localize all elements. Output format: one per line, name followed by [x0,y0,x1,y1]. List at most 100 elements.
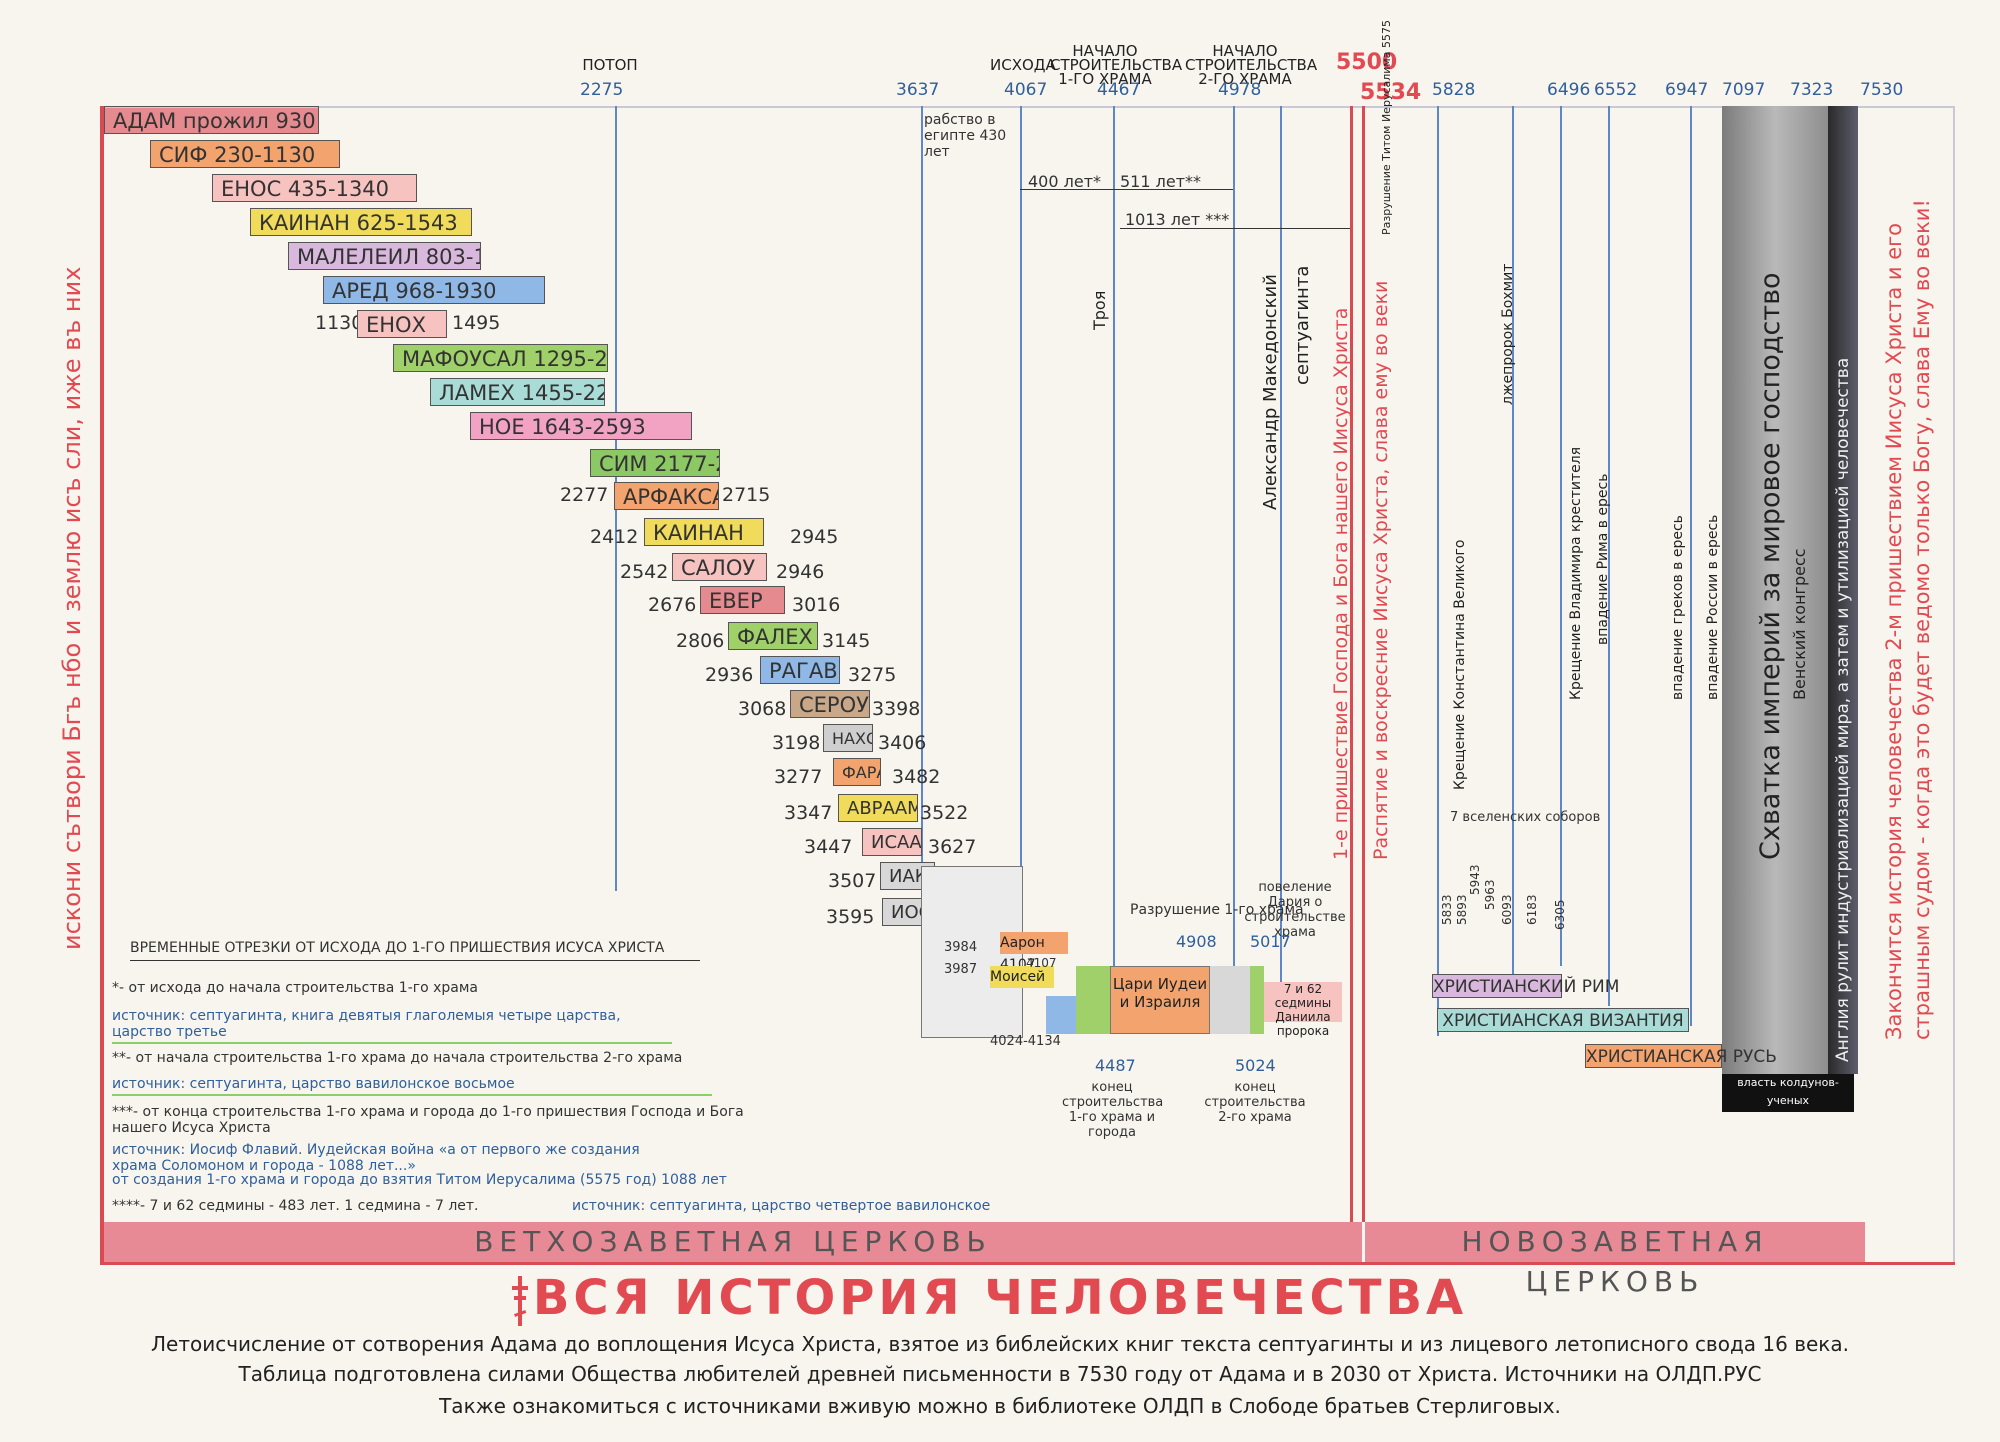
arrow-511 [1113,189,1233,190]
faleh-end: 3145 [822,630,871,652]
exodus-line [1020,106,1022,996]
year-7530: 7530 [1860,80,1904,100]
council-5833: 5833 [1440,894,1454,925]
frame-right [1953,106,1955,1264]
bar-lameh: ЛАМЕХ 1455-2208 [430,378,605,406]
source-4: источник: септуагинта, царство четвертое… [572,1198,991,1214]
bar-nahor: НАХОР [823,724,873,752]
band-old-church: ВЕТХОЗАВЕТНАЯ ЦЕРКОВЬ [104,1222,1362,1262]
year-6496: 6496 [1547,80,1591,100]
bar-kainan: КАИНАН 625-1543 [250,208,472,236]
egypt-slavery-label: рабство в египте 430 лет [924,112,1007,160]
decree-label: повеление Дария о строительстве храма [1244,880,1346,940]
septuagint-label: септуагинта [1292,265,1313,385]
councils-label: 7 вселенских соборов [1450,810,1601,825]
arrow-400 [1020,189,1113,190]
note-4: ****- 7 и 62 седмины - 483 лет. 1 седмин… [112,1198,479,1214]
troy-label: Троя [1090,290,1109,330]
judges-block [1076,966,1110,1034]
avraam-end: 3522 [920,802,969,824]
label-flood: ПОТОП [582,56,638,74]
sorcerers-box: власть колдунов-ученых [1722,1074,1854,1112]
interval-511: 511 лет** [1120,172,1202,191]
source-3b: от создания 1-го храма и города до взяти… [112,1172,727,1188]
bar-ever: ЕВЕР [700,586,785,614]
page-title: ВСЯ ИСТОРИЯ ЧЕЛОВЕЧЕСТВА [532,1270,1468,1326]
era-rus: ХРИСТИАНСКАЯ РУСЬ [1585,1044,1777,1068]
bar-arfaksad: АРФАКСАД [614,482,719,510]
council-6093: 6093 [1500,894,1514,925]
vladimir-label: Крещение Владимира крестителя [1568,446,1584,700]
frame-bottom [100,1262,1955,1265]
source-1: источник: септуагинта, книга девятыя гла… [112,1008,621,1040]
bar-noe: НОЕ 1643-2593 [470,412,692,440]
line-3637 [921,106,923,866]
council-5893: 5893 [1455,894,1469,925]
end2-label: конец строительства 2-го храма [1204,1080,1306,1125]
nahor-start: 3198 [772,732,821,754]
second-temple-line [1233,106,1235,996]
year-5828: 5828 [1432,80,1476,100]
line-mohammed [1512,106,1514,986]
council-6305: 6305 [1553,899,1567,930]
y3987: 3987 [944,962,978,977]
footer-line-3: Также ознакомиться с источниками вживую … [439,1394,1561,1418]
mohammed-label: лжепророк Бохмит [1500,263,1516,405]
note-2: **- от начала строительства 1-го храма д… [112,1050,683,1066]
salou-start: 2542 [620,561,669,583]
year-7323: 7323 [1790,80,1834,100]
bar-adam: АДАМ прожил 930 лет [104,106,319,134]
year-5500: 5500 [1336,50,1398,75]
source-3: источник: Иосиф Флавий. Иудейская война … [112,1142,640,1174]
kainan2-end: 2945 [790,526,839,548]
bar-salou: САЛОУ [672,553,767,581]
isaak-start: 3447 [804,836,853,858]
note-3: ***- от конца строительства 1-го храма и… [112,1104,744,1136]
end1-year: 4487 [1095,1056,1136,1075]
y4107: 4107 [1026,956,1057,970]
weeks-block: 7 и 62 седмины Даниила пророка [1264,982,1342,1038]
serouh-end: 3398 [872,698,921,720]
alexander-label: Александр Македонский [1260,274,1281,510]
enoh-end: 1495 [452,312,501,334]
year-2275: 2275 [580,80,624,100]
first-temple-line [1113,106,1115,996]
bar-ragav: РАГАВ [760,656,840,684]
first-coming-label: 1-е пришествие Господа и Бога нашего Иис… [1330,307,1352,860]
aaron-bar: Аарон 4107 [1000,932,1068,973]
footer-line-1: Летоисчисление от сотворения Адама до во… [150,1332,1849,1356]
cross-icon [512,1276,528,1326]
year-4978: 4978 [1218,80,1262,100]
serouh-start: 3068 [738,698,787,720]
year-4467: 4467 [1097,80,1141,100]
england-block [1828,106,1858,1074]
bar-isaak: ИСААК [862,828,922,856]
bar-kainan2: КАИНАН [644,518,764,546]
vienna-label: Венский конгресс [1790,548,1809,700]
babylon-block [1210,966,1250,1034]
y3984: 3984 [944,940,978,955]
end-label: Закончится история человечества 2-м приш… [1882,199,1934,1040]
line-5534 [1362,106,1365,1222]
bar-mafousal: МАФОУСАЛ 1295-2258 [393,344,608,372]
line-6947 [1690,106,1692,1026]
crucifixion-label: Распятие и воскресние Иисуса Христа, сла… [1370,280,1392,860]
bar-avraam: АВРААМ [838,794,918,822]
year-5534: 5534 [1360,80,1422,105]
greeks-heresy-label: впадение греков в ересь [1670,515,1686,700]
bar-sif: СИФ 230-1130 [150,140,340,168]
label-exodus: ИСХОДА [990,56,1056,74]
fara-start: 3277 [774,766,823,788]
council-5963: 5963 [1483,879,1497,910]
frame-left [100,106,104,1264]
bar-enos: ЕНОС 435-1340 [212,174,417,202]
decree-year: 5017 [1250,932,1291,951]
end1-label: конец строительства 1-го храма и города [1062,1080,1164,1140]
council-6183: 6183 [1525,894,1539,925]
year-4067: 4067 [1004,80,1048,100]
bar-fara: ФАРА [833,758,881,786]
bar-faleh: ФАЛЕХ [728,622,818,650]
line-5500 [1350,106,1353,1222]
moses-years: 4024-4134 [990,1034,1061,1049]
year-6947: 6947 [1665,80,1709,100]
